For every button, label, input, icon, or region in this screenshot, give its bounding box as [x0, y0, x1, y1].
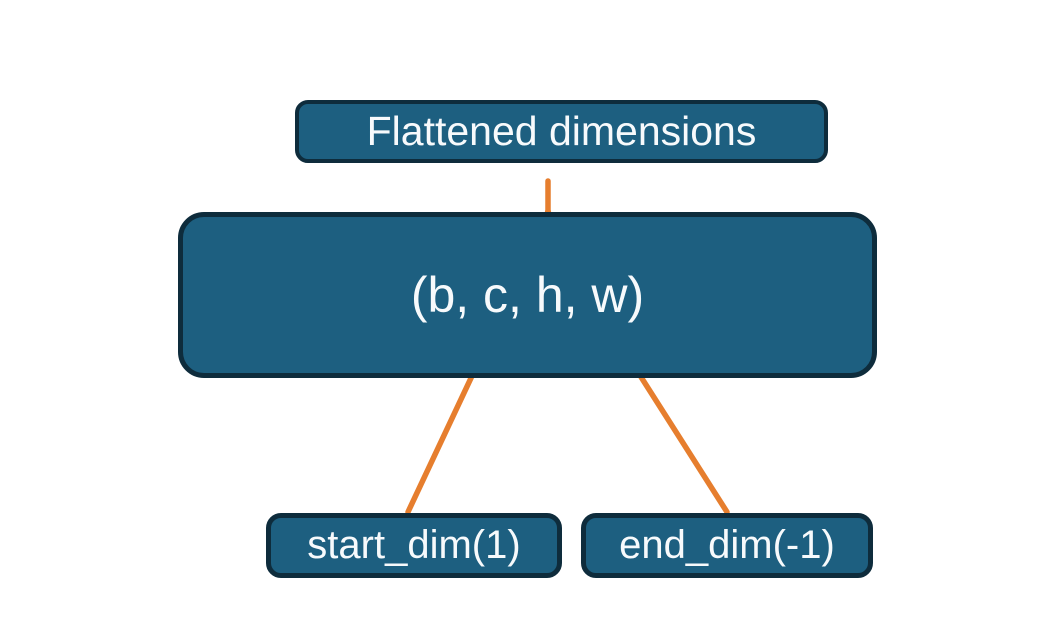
node-start-dim-label: start_dim(1) — [307, 523, 521, 567]
node-flattened-dimensions-label: Flattened dimensions — [366, 108, 757, 154]
node-tensor-shape-label: (b, c, h, w) — [410, 267, 645, 323]
node-flattened-dimensions: Flattened dimensions — [295, 100, 828, 163]
node-end-dim: end_dim(-1) — [581, 513, 873, 578]
node-end-dim-label: end_dim(-1) — [619, 523, 835, 567]
node-tensor-shape: (b, c, h, w) — [178, 212, 877, 378]
node-start-dim: start_dim(1) — [266, 513, 562, 578]
